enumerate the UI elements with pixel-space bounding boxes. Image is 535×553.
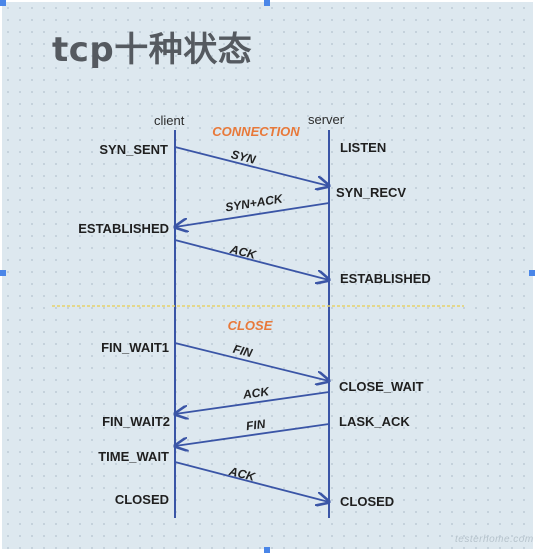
resize-handle-bottom-center[interactable] (264, 547, 270, 553)
server-state-closed: CLOSED (340, 494, 395, 509)
resize-handle-top-center[interactable] (264, 0, 270, 6)
fin-message-label-2: FIN (245, 416, 267, 434)
client-state-fin-wait1: FIN_WAIT1 (101, 340, 169, 355)
server-state-listen: LISTEN (340, 140, 387, 155)
resize-handle-middle-right[interactable] (529, 270, 535, 276)
fin-arrow-1 (174, 342, 329, 381)
resize-handle-middle-left[interactable] (0, 270, 6, 276)
watermark-text: testerhome.com (455, 534, 534, 545)
syn-arrow (174, 146, 329, 186)
connection-section-label: CONNECTION (212, 124, 300, 139)
client-state-fin-wait2: FIN_WAIT2 (102, 414, 170, 429)
server-state-syn-recv: SYN_RECV (336, 185, 407, 200)
server-state-close-wait: CLOSE_WAIT (339, 379, 424, 394)
fin-arrow-2 (175, 423, 330, 446)
ack-arrow-2 (175, 391, 330, 414)
diagram-title: tcp十种状态 (52, 30, 253, 70)
ack-arrow-3 (174, 461, 329, 502)
server-column-header: server (308, 112, 345, 127)
resize-handle-top-left[interactable] (0, 0, 6, 6)
client-state-closed: CLOSED (114, 492, 169, 507)
client-state-established: ESTABLISHED (78, 221, 169, 236)
server-state-lask-ack: LASK_ACK (339, 414, 410, 429)
client-state-time-wait: TIME_WAIT (98, 449, 169, 464)
close-section-label: CLOSE (227, 318, 273, 333)
client-state-syn-sent: SYN_SENT (99, 142, 168, 157)
syn-ack-arrow (175, 202, 330, 227)
server-state-established: ESTABLISHED (340, 271, 431, 286)
client-column-header: client (154, 113, 185, 128)
ack-arrow-1 (174, 239, 329, 280)
